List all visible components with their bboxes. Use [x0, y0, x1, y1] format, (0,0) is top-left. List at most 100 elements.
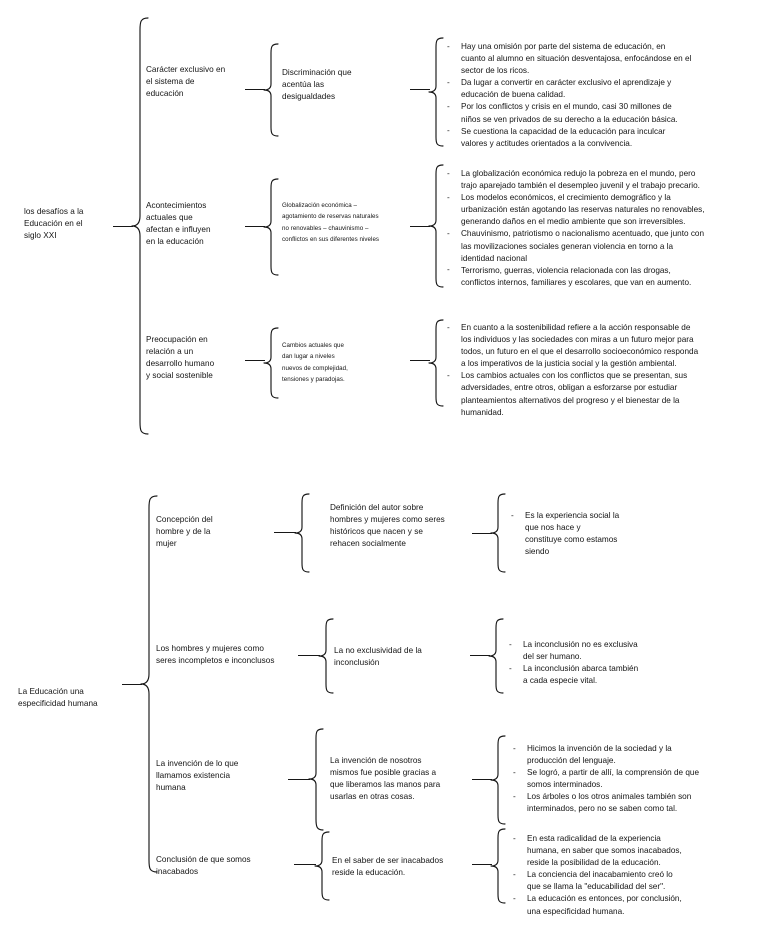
bullet-dash: -: [513, 893, 516, 903]
map-1-branch-2-level2-label: Globalización económica – agotamiento de…: [282, 202, 380, 244]
bullet-text: La conciencia del inacabamiento creó lo …: [527, 870, 673, 892]
bullet-dash: -: [447, 265, 450, 275]
map-1-branch-1-l1-connector: [245, 89, 265, 90]
map-1-branch-3-level2-label: Cambios actuales que dan lugar a niveles…: [282, 342, 348, 384]
bullet-text: La inconclusión abarca también a cada es…: [523, 664, 639, 686]
map-2-branch-3-level2-label: La invención de nosotros mismos fue posi…: [330, 756, 441, 802]
bullet-item: - Hicimos la invención de la sociedad y l…: [512, 743, 750, 767]
bullet-item: - La educación es entonces, por conclusió…: [512, 893, 750, 917]
map-2-root-label: La Educación una especificidad humana: [18, 687, 98, 709]
map-2-branch-2-bullets: - La inconclusión no es exclusiva del ser…: [508, 639, 748, 687]
map-1-branch-1-bullets: -Hay una omisión por parte del sistema d…: [446, 41, 746, 150]
map-1-branch-3-bullets: - En cuanto a la sostenibilidad refiere a…: [446, 322, 746, 419]
bullet-dash: -: [509, 639, 512, 649]
bullet-dash: -: [447, 101, 450, 111]
map-1-branch-2-brace-a: [263, 177, 279, 277]
bullet-dash: -: [447, 322, 450, 332]
map-1-branch-1-l2-connector: [410, 89, 430, 90]
bullet-dash: -: [513, 869, 516, 879]
map-1-branch-3-l1-connector: [245, 360, 265, 361]
bullet-text: La globalización económica redujo la pob…: [461, 169, 700, 191]
map-1-branch-3-brace-b: [428, 318, 444, 408]
map-1-branch-1-brace-b: [428, 36, 444, 148]
map-2-branch-1-brace-b: [490, 492, 506, 574]
map-2-branch-4-brace-b: [490, 827, 506, 905]
bullet-text: La inconclusión no es exclusiva del ser …: [523, 640, 638, 662]
map-2-branch-1-bullets: - Es la experiencia social la que nos hac…: [510, 510, 740, 558]
bullet-item: -Hay una omisión por parte del sistema d…: [446, 41, 746, 77]
map-2-branch-4-bullets: - En esta radicalidad de la experiencia h…: [512, 833, 750, 918]
bullet-dash: -: [447, 41, 450, 51]
map-1-branch-2-level1-label: Acontecimientos actuales que afectan e i…: [146, 201, 211, 247]
map-2-branch-3-level1-label: La invención de lo que llamamos existenc…: [156, 759, 239, 793]
map-1-branch-2-brace-b: [428, 163, 444, 289]
bullet-text: La educación es entonces, por conclusión…: [527, 894, 682, 916]
bullet-dash: -: [513, 791, 516, 801]
map-2-branch-3-l1-connector: [288, 779, 310, 780]
bullet-item: - Los cambios actuales con los conflictos…: [446, 370, 746, 418]
bullet-item: - Los árboles o los otros animales tambié…: [512, 791, 750, 815]
bullet-text: Da lugar a convertir en carácter exclusi…: [461, 78, 672, 100]
bullet-item: - Los modelos económicos, el crecimiento …: [446, 192, 756, 228]
bullet-item: - La inconclusión abarca también a cada e…: [508, 663, 748, 687]
map-1-branch-2-l1-connector: [245, 226, 265, 227]
bullet-dash: -: [447, 228, 450, 238]
bullet-item: - Por los conflictos y crisis en el mundo…: [446, 101, 746, 125]
map-2-branch-3-brace-a: [308, 727, 324, 832]
map-2-branch-1-level2-label: Definición del autor sobre hombres y muj…: [330, 503, 445, 549]
bullet-item: - La conciencia del inacabamiento creó lo…: [512, 869, 750, 893]
map-1-branch-1-level1-label: Carácter exclusivo en el sistema de educ…: [146, 65, 226, 99]
bullet-dash: -: [447, 370, 450, 380]
bullet-item: - La inconclusión no es exclusiva del ser…: [508, 639, 748, 663]
bullet-dash: -: [513, 743, 516, 753]
bullet-dash: -: [511, 510, 514, 520]
map-2-branch-4-l2-connector: [472, 864, 492, 865]
map-2-root-connector: [122, 684, 142, 685]
map-2-branch-4-level1-label: Conclusión de que somos inacabados: [156, 855, 251, 877]
map-2-branch-3-bullets: - Hicimos la invención de la sociedad y l…: [512, 743, 750, 816]
map-2-branch-2-l1-connector: [298, 655, 320, 656]
bullet-dash: -: [509, 663, 512, 673]
bullet-text: Se logró, a partir de allí, la comprensi…: [527, 768, 700, 790]
bullet-text: Los árboles o los otros animales también…: [527, 792, 692, 814]
bullet-item: - Chauvinismo, patriotismo o nacionalismo…: [446, 228, 756, 264]
map-2-branch-2-brace-a: [318, 617, 334, 695]
bullet-item: - Terrorismo, guerras, violencia relacion…: [446, 265, 756, 289]
map-1-branch-1-level2-label: Discriminación que acentúa las desiguald…: [282, 68, 352, 102]
map-1-branch-3-l2-connector: [410, 360, 430, 361]
bullet-item: - La globalización económica redujo la po…: [446, 168, 756, 192]
bullet-dash: -: [447, 77, 450, 87]
map-2-branch-4-brace-a: [314, 830, 330, 902]
map-2-branch-2-l2-connector: [470, 655, 490, 656]
map-2-branch-3-l2-connector: [472, 779, 492, 780]
bullet-item: - En cuanto a la sostenibilidad refiere a…: [446, 322, 746, 370]
map-1-branch-2-bullets: - La globalización económica redujo la po…: [446, 168, 756, 289]
map-1-branch-2-l2-connector: [410, 226, 430, 227]
map-2-branch-1-l1-connector: [274, 532, 296, 533]
bullet-text: Los modelos económicos, el crecimiento d…: [461, 193, 705, 227]
map-1-branch-3-level1-label: Preocupación en relación a un desarrollo…: [146, 335, 215, 381]
map-1-root-label: los desafíos a la Educación en el siglo …: [24, 207, 84, 241]
bullet-item: - Se cuestiona la capacidad de la educaci…: [446, 126, 746, 150]
bullet-text: Por los conflictos y crisis en el mundo,…: [461, 102, 678, 124]
map-2-branch-2-level1-label: Los hombres y mujeres como seres incompl…: [156, 644, 275, 666]
bullet-text: Chauvinismo, patriotismo o nacionalismo …: [461, 229, 705, 263]
bullet-dash: -: [513, 767, 516, 777]
bullet-text: Es la experiencia social la que nos hace…: [525, 511, 620, 557]
bullet-text: Se cuestiona la capacidad de la educació…: [461, 126, 666, 148]
bullet-text: En esta radicalidad de la experiencia hu…: [527, 834, 682, 868]
bullet-dash: -: [447, 126, 450, 136]
map-2-branch-2-brace-b: [488, 617, 504, 695]
map-2-branch-1-brace-a: [294, 492, 310, 574]
bullet-dash: -: [447, 168, 450, 178]
bullet-item: - Es la experiencia social la que nos hac…: [510, 510, 740, 558]
bullet-dash: -: [513, 833, 516, 843]
bullet-text: En cuanto a la sostenibilidad refiere a …: [461, 323, 699, 369]
map-2-branch-1-l2-connector: [472, 533, 492, 534]
bullet-text: Hicimos la invención de la sociedad y la…: [527, 744, 672, 766]
bullet-text: Los cambios actuales con los conflictos …: [461, 371, 688, 417]
bullet-dash: -: [447, 192, 450, 202]
map-1-root-connector: [113, 226, 133, 227]
bullet-text: Terrorismo, guerras, violencia relaciona…: [461, 265, 692, 287]
bullet-item: - En esta radicalidad de la experiencia h…: [512, 833, 750, 869]
